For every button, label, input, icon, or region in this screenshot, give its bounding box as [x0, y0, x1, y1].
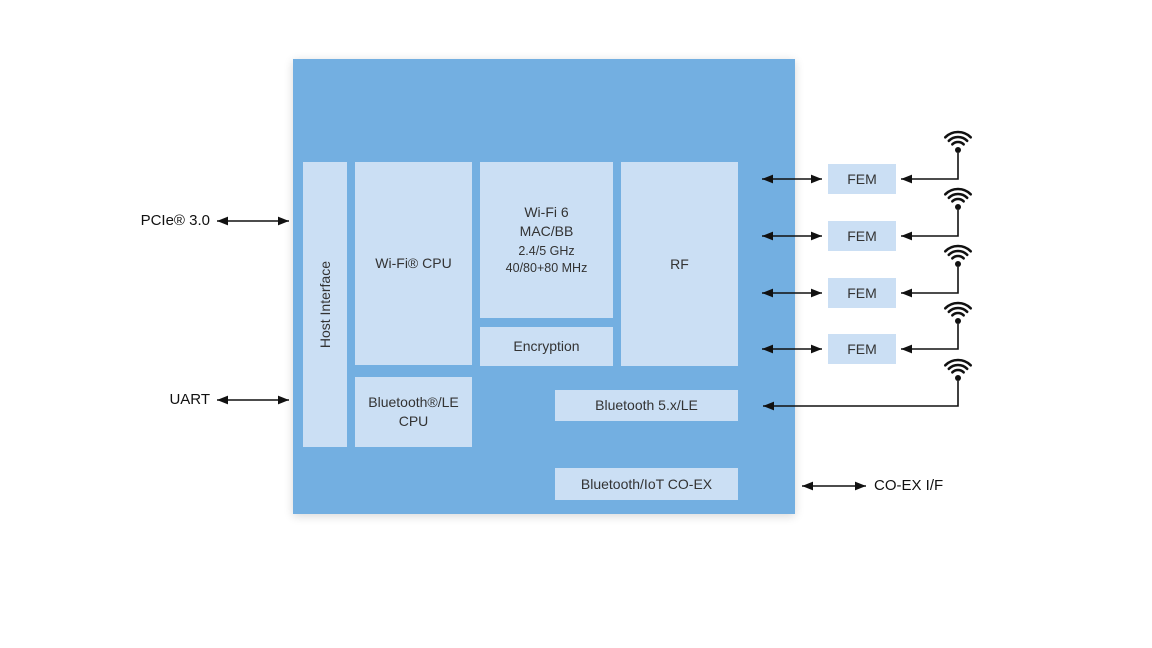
block-encryption: Encryption — [480, 327, 613, 366]
bluetooth-cpu-label: Bluetooth®/LE CPU — [368, 394, 459, 429]
mac-bb-label: Wi-Fi 6 MAC/BB — [519, 204, 574, 240]
antenna-fem-line-4 — [901, 324, 959, 354]
coex-if-label: CO-EX I/F — [874, 477, 944, 494]
uart-label: UART — [169, 391, 210, 408]
wifi-antenna-icon — [943, 244, 973, 269]
block-host-interface: Host Interface — [303, 162, 347, 447]
fem-label: FEM — [847, 341, 877, 357]
fem-block-4: FEM — [828, 334, 896, 364]
bluetooth-iot-coex-label: Bluetooth/IoT CO-EX — [580, 475, 713, 492]
wifi-cpu-label: Wi-Fi® CPU — [375, 255, 452, 272]
wifi-antenna-icon — [943, 358, 973, 383]
block-bluetooth-5x-le: Bluetooth 5.x/LE — [555, 390, 738, 421]
block-wifi6-mac-bb: Wi-Fi 6 MAC/BB 2.4/5 GHz 40/80+80 MHz — [480, 162, 613, 318]
antenna-fem-line-2 — [901, 210, 959, 241]
main-chip: Host Interface Wi-Fi® CPU Wi-Fi 6 MAC/BB… — [293, 59, 795, 514]
antenna-fem-line-3 — [901, 267, 959, 298]
wifi-antenna-icon — [943, 130, 973, 155]
pcie-label: PCIe® 3.0 — [140, 212, 210, 229]
rf-label: RF — [670, 255, 689, 272]
fem-label: FEM — [847, 228, 877, 244]
block-rf: RF — [621, 162, 738, 366]
fem-block-1: FEM — [828, 164, 896, 194]
fem-block-3: FEM — [828, 278, 896, 308]
fem-block-2: FEM — [828, 221, 896, 251]
encryption-label: Encryption — [513, 338, 580, 355]
wifi-antenna-icon — [943, 301, 973, 326]
block-bluetooth-iot-coex: Bluetooth/IoT CO-EX — [555, 468, 738, 500]
bluetooth-5x-le-label: Bluetooth 5.x/LE — [595, 397, 698, 414]
fem-label: FEM — [847, 285, 877, 301]
fem-label: FEM — [847, 171, 877, 187]
block-bluetooth-cpu: Bluetooth®/LE CPU — [355, 377, 472, 447]
host-interface-label: Host Interface — [316, 260, 333, 349]
block-wifi-cpu: Wi-Fi® CPU — [355, 162, 472, 365]
wifi-antenna-icon — [943, 187, 973, 212]
mac-bb-sublabel: 2.4/5 GHz 40/80+80 MHz — [505, 244, 588, 275]
antenna-fem-line-1 — [901, 153, 959, 184]
